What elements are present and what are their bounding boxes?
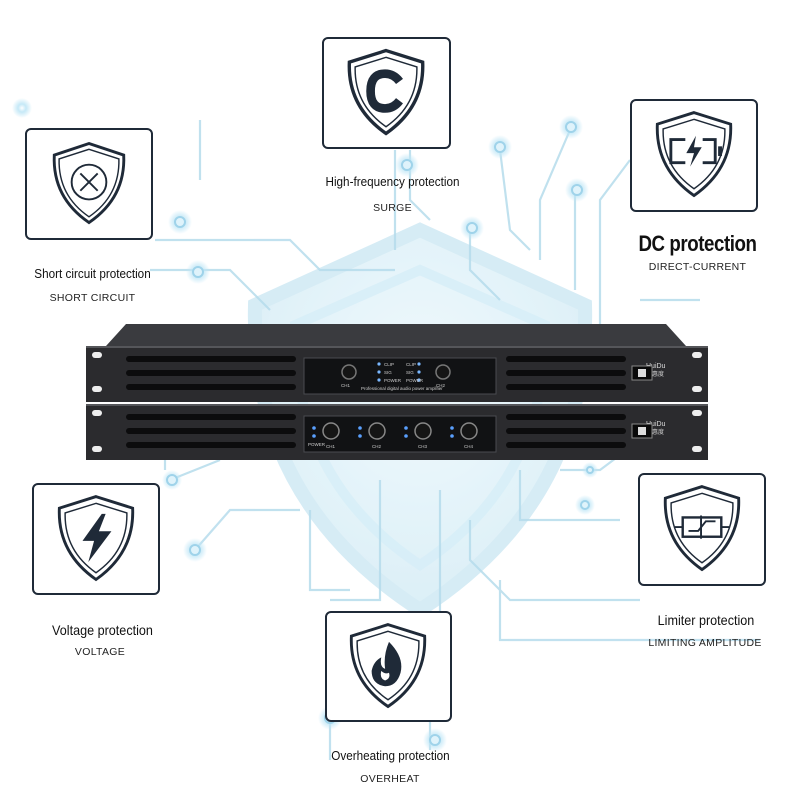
short-circuit-subtitle: SHORT CIRCUIT — [49, 292, 136, 304]
top-led-3: POWER — [384, 378, 402, 383]
top-led-1: CLIP — [384, 362, 394, 367]
top-brand-cn: 惠度 — [652, 370, 664, 378]
ch3-knob-bottom — [414, 422, 432, 440]
dc-subtitle: DIRECT-CURRENT — [648, 261, 747, 273]
top-ch1-label: CH1 — [341, 383, 350, 388]
bottom-brand: HuiDu — [646, 421, 666, 428]
short-circuit-title: Short circuit protection — [34, 266, 151, 281]
voltage-title: Voltage protection — [52, 622, 153, 638]
bottom-ch2-label: CH2 — [372, 444, 381, 449]
top-led-6: POWER — [406, 378, 424, 383]
bottom-brand-cn: 惠度 — [652, 428, 664, 436]
limiter-title: Limiter protection — [657, 612, 755, 628]
bottom-ch3-label: CH3 — [418, 444, 427, 449]
bottom-ch4-label: CH4 — [464, 444, 473, 449]
flame-shield-icon — [325, 611, 452, 722]
dc-title: DC protection — [638, 231, 757, 256]
top-ch2-label: CH2 — [436, 383, 445, 388]
overheat-subtitle: OVERHEAT — [360, 773, 420, 785]
top-led-4: CLIP — [406, 362, 416, 367]
top-led-2: SIG — [384, 370, 392, 375]
voltage-subtitle: VOLTAGE — [74, 646, 126, 658]
ch4-knob-bottom — [460, 422, 478, 440]
battery-bolt-shield-icon — [630, 99, 758, 212]
surge-subtitle: SURGE — [373, 202, 412, 214]
ch1-knob — [341, 364, 357, 380]
surge-title: High-frequency protection — [325, 174, 460, 189]
bottom-power-label: POWER — [308, 442, 326, 447]
limiter-shield-icon — [638, 473, 766, 586]
ch1-knob-bottom — [322, 422, 340, 440]
top-led-5: SIG — [406, 370, 414, 375]
lightning-shield-icon — [32, 483, 160, 595]
top-caption: Professional digital audio power amplifi… — [361, 386, 443, 391]
bottom-ch1-label: CH1 — [326, 444, 335, 449]
amplifier-top-unit: CH1 CH2 CLIP SIG POWER CLIP SIG POWER Pr… — [86, 324, 708, 404]
ch2-knob-bottom — [368, 422, 386, 440]
c-shield-icon — [322, 37, 451, 149]
top-brand: HuiDu — [646, 363, 666, 370]
overheat-title: Overheating protection — [331, 748, 450, 763]
circle-x-shield-icon — [25, 128, 153, 240]
limiter-subtitle: LIMITING AMPLITUDE — [648, 637, 762, 649]
amplifier-bottom-unit: POWER CH1 CH2 CH3 CH4 HuiDu 惠度 — [86, 404, 708, 462]
ch2-knob — [435, 364, 451, 380]
